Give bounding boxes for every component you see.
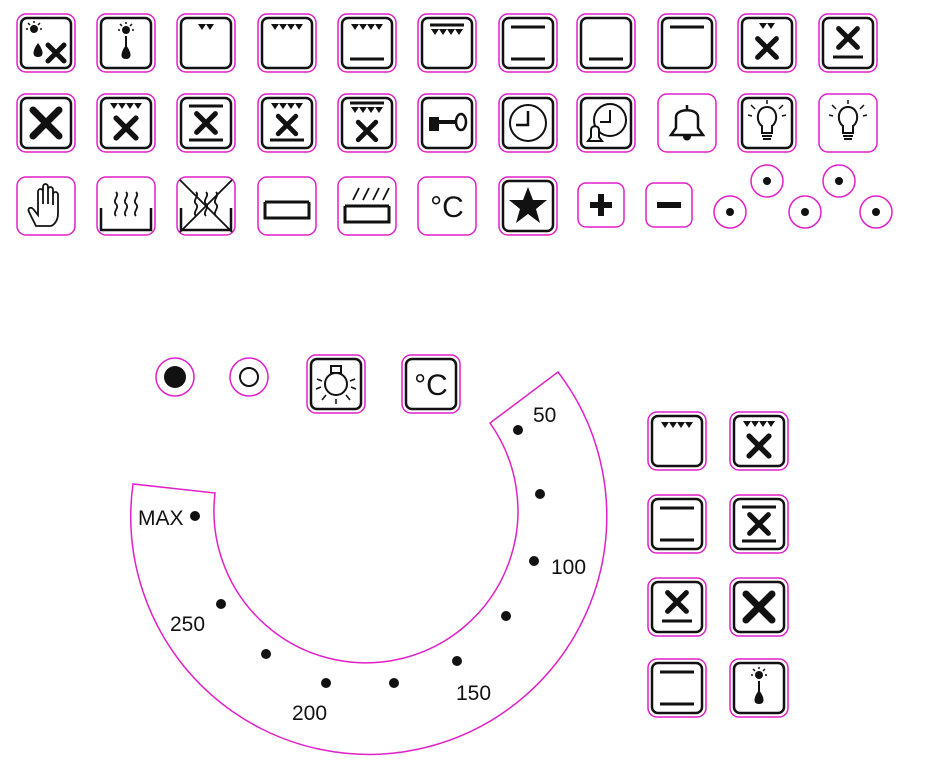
fan-bottom-heat-icon (818, 13, 878, 73)
top-bottom-heat-icon (498, 13, 558, 73)
top-element-icon (257, 13, 317, 73)
alarm-clock-icon (576, 93, 636, 153)
legend-fan-top-bottom-icon (729, 494, 789, 554)
bell-icon (657, 93, 717, 153)
power-on-indicator (155, 357, 195, 397)
dial-label-150: 150 (456, 682, 491, 705)
top-heat-icon (657, 13, 717, 73)
top-grill-icon (417, 13, 477, 73)
scale-dot (501, 611, 511, 621)
scale-dot (321, 678, 331, 688)
no-steam-tray-icon (176, 176, 236, 236)
svg-text:°C: °C (430, 191, 464, 224)
clock-icon (498, 93, 558, 153)
dial-label-100: 100 (551, 556, 586, 579)
top-bottom-element-icon (337, 13, 397, 73)
tray-icon (257, 176, 317, 236)
scale-dot (261, 649, 271, 659)
legend-top-bottom-heat-icon (647, 494, 707, 554)
oven-lamp-icon (306, 354, 366, 414)
steam-tray-icon (96, 176, 156, 236)
fan-top-bottom-icon (176, 93, 236, 153)
legend-top-element-icon (647, 411, 707, 471)
scale-dot (452, 656, 462, 666)
scale-dot (513, 425, 523, 435)
double-grill-fan-icon (337, 93, 397, 153)
dial-label-250: 250 (170, 613, 205, 636)
celsius-icon: °C (401, 354, 461, 414)
plus-button-icon (577, 182, 625, 228)
celsius-button-icon: °C (417, 176, 477, 236)
light-defrost-icon (96, 13, 156, 73)
scale-dot (535, 489, 545, 499)
grill-fan-icon (737, 13, 797, 73)
scale-dot (529, 556, 539, 566)
dial-label-max: MAX (138, 507, 184, 530)
svg-text:°C: °C (414, 369, 448, 402)
minus-button-icon (645, 182, 693, 228)
legend-top-bottom-heat-icon-2 (647, 658, 707, 718)
legend-fan-bottom-heat-icon (647, 577, 707, 637)
key-lock-icon (417, 93, 477, 153)
star-button-icon (498, 176, 558, 236)
dial-arc-outline (130, 370, 608, 756)
scale-dot (190, 511, 200, 521)
dial-label-200: 200 (292, 702, 327, 725)
top-element-small-icon (176, 13, 236, 73)
tray-heat-icon (337, 176, 397, 236)
dial-scale-dots (190, 425, 545, 688)
position-dots-icon (713, 164, 893, 229)
power-off-indicator (229, 357, 269, 397)
bottom-heat-icon (576, 13, 636, 73)
legend-full-grill-fan-icon (729, 411, 789, 471)
scale-dot (389, 678, 399, 688)
light-defrost-fan-icon (16, 13, 76, 73)
dial-label-50: 50 (533, 404, 556, 427)
legend-light-defrost-icon (729, 658, 789, 718)
lamp-icon (737, 93, 797, 153)
temperature-dial: 50 100 150 200 250 MAX (130, 370, 608, 756)
full-grill-fan-icon (96, 93, 156, 153)
hand-icon (16, 176, 76, 236)
lamp-plain-icon (818, 93, 878, 153)
legend-fan-icon (729, 577, 789, 637)
scale-dot (216, 599, 226, 609)
fan-icon (16, 93, 76, 153)
grill-fan-bottom-icon (257, 93, 317, 153)
